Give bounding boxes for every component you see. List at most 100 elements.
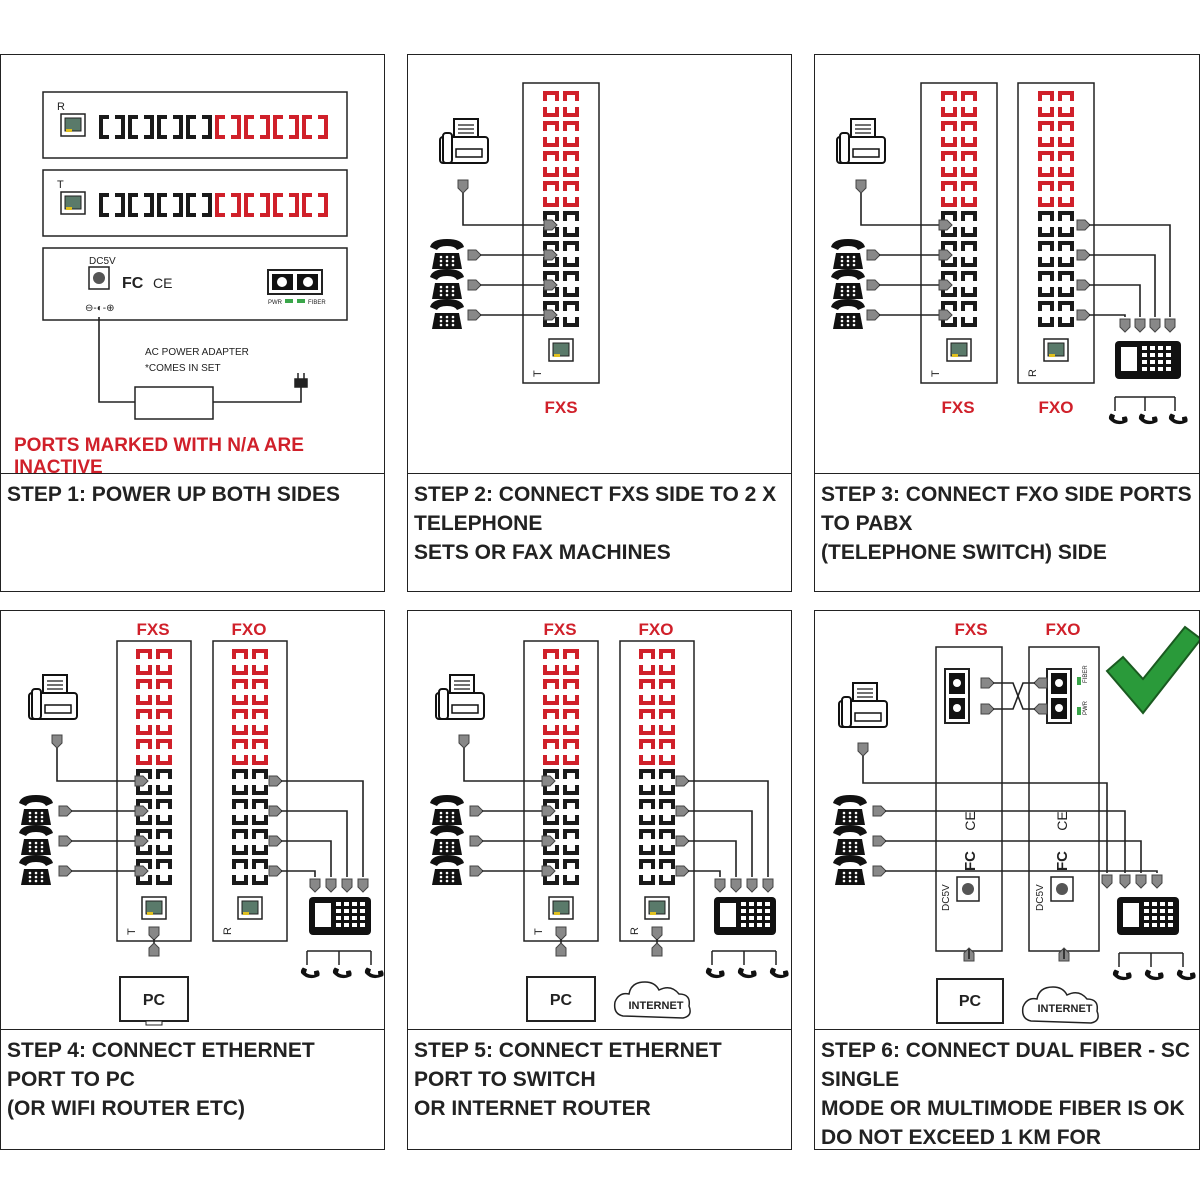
rj-plug-icon [1151, 874, 1163, 889]
rj11-port-icon [252, 725, 268, 735]
rj11-port-icon [941, 301, 957, 311]
fxo-label: FXO [1039, 398, 1074, 417]
plug-icon [294, 373, 308, 388]
dial-key-icon [852, 323, 856, 327]
rj11-port-icon [1058, 137, 1074, 147]
rj11-port-icon [659, 649, 675, 659]
rj-plug-icon [746, 878, 758, 893]
phone-cable [885, 870, 1158, 873]
telephone-icon [430, 239, 464, 269]
dial-key-icon [445, 263, 449, 267]
telephone-icon [831, 269, 865, 299]
pabx-key-icon [352, 916, 357, 920]
dial-key-icon [34, 811, 38, 815]
rj11-port-icon [659, 875, 675, 885]
rj11-port-icon [543, 121, 559, 131]
rj11-port-icon [961, 137, 977, 147]
pabx-cable [688, 870, 721, 877]
rj11-port-icon [232, 739, 248, 749]
dial-key-icon [840, 319, 844, 323]
step6-caption-line: MODE OR MULTIMODE FIBER IS OK [821, 1097, 1185, 1120]
converter-device [212, 640, 288, 942]
pabx-key-icon [1144, 909, 1149, 913]
pabx-key-icon [1142, 360, 1147, 364]
dc5v-label: DC5V [941, 884, 952, 911]
dial-key-icon [846, 263, 850, 267]
pabx-key-icon [765, 902, 770, 906]
dial-key-icon [852, 285, 856, 289]
dial-key-icon [451, 845, 455, 849]
dial-key-icon [842, 879, 846, 883]
rj11-port-icon [543, 211, 559, 221]
fiber-core-icon [1055, 679, 1063, 687]
rj11-port-icon [232, 649, 248, 659]
rj11-port-icon [156, 785, 172, 795]
rj11-port-icon [1038, 121, 1054, 131]
rj11-port-icon [563, 799, 579, 809]
dial-key-icon [445, 879, 449, 883]
rj11-port-icon [136, 739, 152, 749]
dial-key-icon [846, 289, 850, 293]
dial-key-icon [439, 323, 443, 327]
pabx-key-icon [1158, 360, 1163, 364]
step1-caption-line: STEP 1: POWER UP BOTH SIDES [7, 483, 340, 506]
pabx-key-icon [765, 916, 770, 920]
rj-plug-icon [651, 926, 663, 941]
pabx-key-icon [360, 916, 365, 920]
rj11-port-icon [144, 115, 154, 139]
dial-key-icon [28, 819, 32, 823]
ethernet-jack-icon [64, 195, 82, 210]
pabx-cable [688, 780, 769, 877]
rj-plug-icon [467, 279, 482, 291]
dial-key-icon [451, 259, 455, 263]
rj11-port-icon [543, 695, 559, 705]
rj11-port-icon [302, 193, 312, 217]
dial-key-icon [852, 315, 856, 319]
dial-key-icon [854, 845, 858, 849]
pabx-key-icon [344, 916, 349, 920]
handset-icon [332, 967, 352, 979]
step5-caption-line: OR INTERNET ROUTER [414, 1097, 651, 1120]
fax-handset-icon [31, 688, 42, 720]
pabx-key-icon [1152, 916, 1157, 920]
fax-cable [862, 756, 1108, 873]
rj11-port-icon [252, 875, 268, 885]
dial-key-icon [439, 815, 443, 819]
rj11-port-icon [639, 725, 655, 735]
rj11-port-icon [156, 829, 172, 839]
dial-key-icon [451, 293, 455, 297]
dial-key-icon [854, 849, 858, 853]
pabx-cable [1089, 254, 1156, 317]
rj-plug-icon [469, 805, 484, 817]
rj11-port-icon [659, 769, 675, 779]
rj-plug-icon [555, 942, 567, 957]
rj11-port-icon [941, 287, 957, 297]
rj11-port-icon [115, 193, 125, 217]
dial-key-icon [445, 315, 449, 319]
converter-device [116, 640, 192, 942]
rj11-port-icon [563, 649, 579, 659]
rj11-port-icon [563, 845, 579, 855]
rj11-port-icon [961, 181, 977, 191]
dial-key-icon [451, 285, 455, 289]
rj11-port-icon [1038, 271, 1054, 281]
rj-plug-icon [555, 926, 567, 941]
dial-key-icon [840, 255, 844, 259]
pabx-key-icon [1150, 360, 1155, 364]
dial-key-icon [28, 845, 32, 849]
rj11-port-icon [543, 755, 559, 765]
dial-key-icon [846, 293, 850, 297]
rj11-port-icon [252, 845, 268, 855]
rj11-port-icon [563, 211, 579, 221]
dial-key-icon [40, 845, 44, 849]
rj-plug-icon [134, 835, 149, 847]
dial-key-icon [854, 871, 858, 875]
handset-icon [430, 239, 464, 250]
rj-plug-icon [872, 835, 887, 847]
rj11-port-icon [1058, 197, 1074, 207]
rj11-port-icon [563, 167, 579, 177]
dial-key-icon [40, 815, 44, 819]
